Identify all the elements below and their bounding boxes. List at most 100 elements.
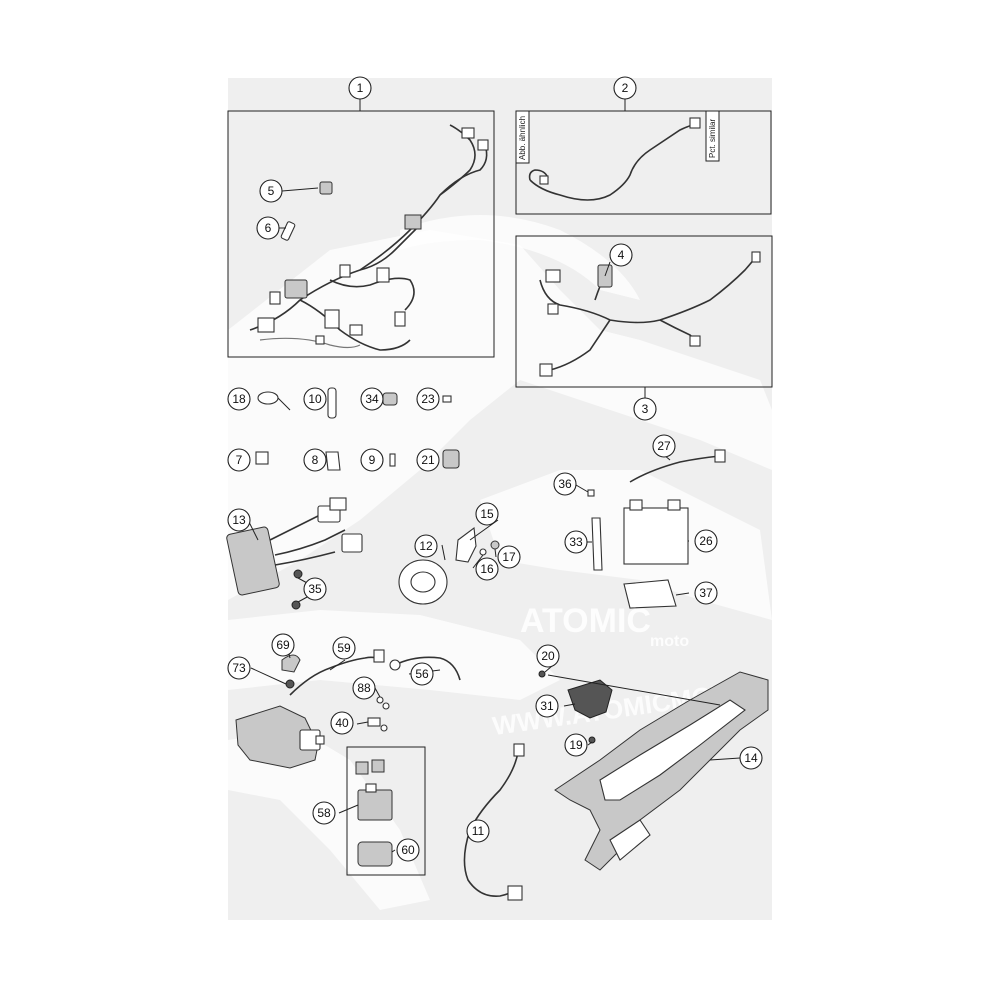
- svg-text:13: 13: [232, 513, 246, 527]
- part-56-cable: [389, 656, 461, 681]
- main-wiring-harness: [249, 124, 489, 351]
- callout-58: 58: [312, 801, 336, 825]
- box2-side-label-left: Abb. ähnlich: [515, 110, 530, 164]
- svg-text:11: 11: [472, 824, 485, 838]
- box-cable-2: [515, 110, 772, 215]
- part-16-17-nuts: [479, 540, 500, 556]
- box-harness-3: [515, 235, 773, 388]
- callout-33: 33: [564, 530, 588, 554]
- svg-text:Pct. similar: Pct. similar: [708, 119, 717, 158]
- svg-text:7: 7: [236, 453, 243, 467]
- callout-11: 11: [466, 819, 490, 843]
- part-36-screw: [587, 489, 595, 497]
- callout-18: 18: [227, 387, 251, 411]
- part-11-cable: [463, 743, 525, 901]
- box-main-harness: [227, 110, 495, 358]
- svg-text:88: 88: [357, 681, 371, 695]
- part-60-cover: [357, 841, 393, 867]
- callout-73: 73: [227, 656, 251, 680]
- part-21-cap: [442, 449, 460, 469]
- part-58-relay: [355, 759, 393, 821]
- callout-3: 3: [633, 397, 657, 421]
- callout-21: 21: [416, 448, 440, 472]
- callout-2: 2: [613, 76, 637, 100]
- callout-20: 20: [536, 644, 560, 668]
- callout-9: 9: [360, 448, 384, 472]
- callout-60: 60: [396, 838, 420, 862]
- part-37-label: [623, 579, 677, 609]
- callout-14: 14: [739, 746, 763, 770]
- svg-text:36: 36: [558, 477, 572, 491]
- part-13-regulator: [226, 497, 363, 596]
- part-8-plate: [325, 451, 341, 471]
- part-7-relay: [255, 451, 269, 465]
- svg-text:15: 15: [480, 507, 494, 521]
- harness-3: [539, 251, 761, 377]
- svg-text:37: 37: [699, 586, 713, 600]
- part-15-bracket: [455, 526, 477, 563]
- svg-text:20: 20: [541, 649, 555, 663]
- callout-40: 40: [330, 711, 354, 735]
- cable-2: [528, 117, 701, 201]
- callout-56: 56: [410, 662, 434, 686]
- svg-text:69: 69: [276, 638, 290, 652]
- svg-text:27: 27: [657, 439, 671, 453]
- part-59-cable: [289, 649, 385, 696]
- part-14-subframe: [554, 671, 769, 871]
- svg-text:5: 5: [268, 184, 275, 198]
- svg-text:35: 35: [308, 582, 322, 596]
- callout-17: 17: [497, 545, 521, 569]
- svg-text:Abb. ähnlich: Abb. ähnlich: [518, 116, 527, 160]
- svg-text:3: 3: [642, 402, 649, 416]
- svg-text:26: 26: [699, 534, 713, 548]
- part-88-screws: [376, 696, 390, 710]
- part-33-strap: [591, 517, 603, 571]
- part-27-cable: [629, 449, 726, 483]
- part-73-bolt: [285, 679, 295, 689]
- svg-text:2: 2: [622, 81, 629, 95]
- part-20-19-screws: [538, 670, 596, 744]
- callout-10: 10: [303, 387, 327, 411]
- svg-text:34: 34: [365, 392, 379, 406]
- svg-text:23: 23: [421, 392, 435, 406]
- svg-text:8: 8: [312, 453, 319, 467]
- part-5-connector: [319, 181, 333, 195]
- svg-text:56: 56: [415, 667, 429, 681]
- svg-text:9: 9: [369, 453, 376, 467]
- part-26-battery: [623, 499, 689, 565]
- svg-text:6: 6: [265, 221, 272, 235]
- callout-23: 23: [416, 387, 440, 411]
- svg-text:33: 33: [569, 535, 583, 549]
- part-40-clip: [367, 717, 388, 732]
- callout-34: 34: [360, 387, 384, 411]
- callout-27: 27: [652, 434, 676, 458]
- svg-text:40: 40: [335, 716, 349, 730]
- callout-12: 12: [414, 534, 438, 558]
- callout-6: 6: [256, 216, 280, 240]
- part-6-fuse: [280, 221, 296, 241]
- svg-text:58: 58: [317, 806, 331, 820]
- callout-15: 15: [475, 502, 499, 526]
- svg-text:31: 31: [540, 699, 554, 713]
- svg-text:16: 16: [480, 562, 494, 576]
- part-12-horn: [398, 559, 448, 605]
- svg-text:10: 10: [308, 392, 322, 406]
- svg-text:12: 12: [419, 539, 433, 553]
- part-34-grommet: [382, 392, 398, 406]
- svg-text:60: 60: [401, 843, 415, 857]
- part-23-screw: [442, 395, 452, 403]
- callout-4: 4: [609, 243, 633, 267]
- callout-7: 7: [227, 448, 251, 472]
- callout-59: 59: [332, 636, 356, 660]
- callout-36: 36: [553, 472, 577, 496]
- part-35-bolts: [291, 569, 303, 610]
- callout-31: 31: [535, 694, 559, 718]
- callout-1: 1: [348, 76, 372, 100]
- callout-13: 13: [227, 508, 251, 532]
- svg-text:18: 18: [232, 392, 246, 406]
- box-relay-kit: [346, 746, 426, 876]
- callout-5: 5: [259, 179, 283, 203]
- svg-text:21: 21: [421, 453, 435, 467]
